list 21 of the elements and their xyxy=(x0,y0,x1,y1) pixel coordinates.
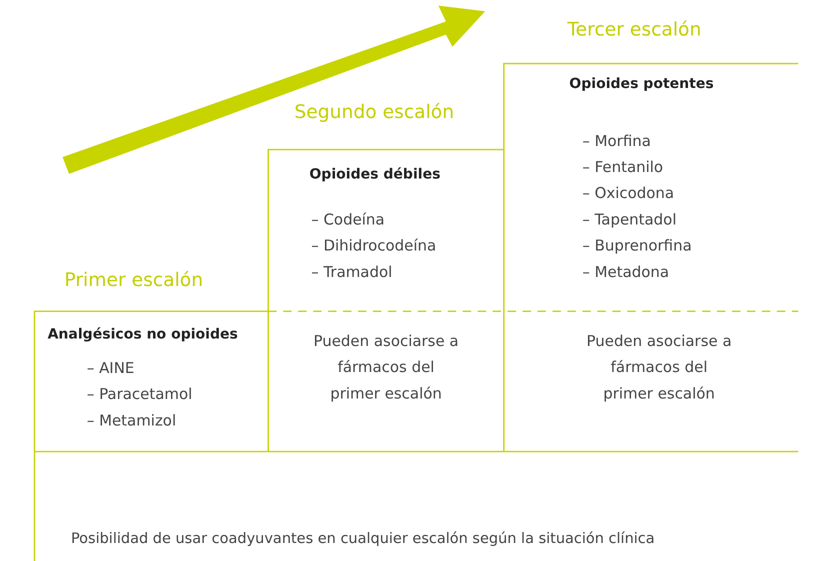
step-heading: Tercer escalón xyxy=(567,18,702,40)
drug-list-item: – Fentanilo xyxy=(582,158,664,176)
category-heading: Analgésicos no opioides xyxy=(48,325,238,342)
drug-list-item: – Buprenorfina xyxy=(582,236,692,254)
drug-list-item: – Paracetamol xyxy=(86,385,192,404)
drug-list-item: – Tramadol xyxy=(311,262,392,281)
drug-list-item: – AINE xyxy=(86,359,134,377)
drug-list-item: – Codeína xyxy=(311,210,385,228)
drug-list-item: – Dihidrocodeína xyxy=(311,236,436,254)
category-heading: Opioides débiles xyxy=(309,166,440,182)
drug-list-item: – Metadona xyxy=(582,262,670,281)
drug-list-item: – Tapentadol xyxy=(582,210,676,228)
step-heading: Segundo escalón xyxy=(294,100,454,122)
drug-list-item: – Oxicodona xyxy=(582,184,674,202)
category-heading: Opioides potentes xyxy=(569,74,714,92)
step-heading: Primer escalón xyxy=(64,268,204,291)
note-text: Pueden asociarse a fármacos del primer escalón xyxy=(586,330,733,404)
footer-note: Posibilidad de usar coadyuvantes en cualquier escalón según la situación clínica xyxy=(70,530,655,548)
drug-list-item: – Morfina xyxy=(582,132,651,150)
note-text: Pueden asociarse a fármacos del primer escalón xyxy=(312,330,460,404)
drug-list-item: – Metamizol xyxy=(86,411,176,430)
